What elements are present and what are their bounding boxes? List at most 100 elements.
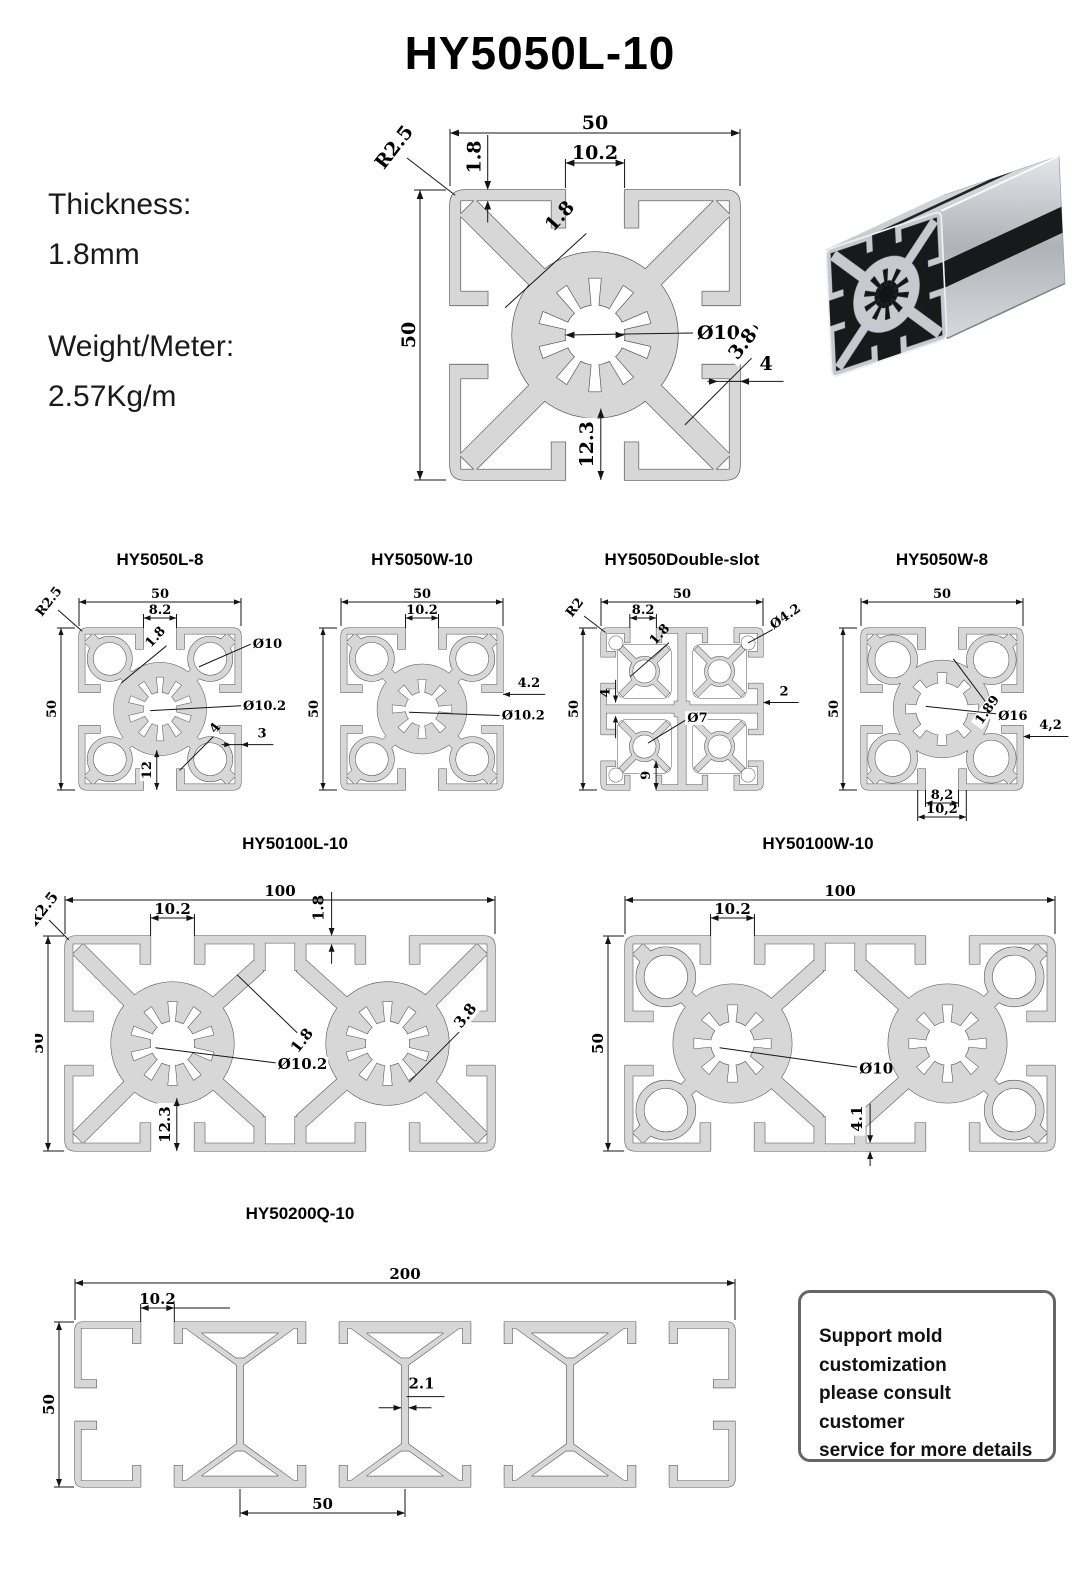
svg-text:8.2: 8.2: [632, 603, 655, 618]
weight-label: Weight/Meter:: [48, 330, 235, 363]
svg-text:50: 50: [40, 1394, 58, 1415]
svg-text:9: 9: [639, 771, 654, 780]
svg-text:4.1: 4.1: [848, 1106, 866, 1132]
svg-text:50: 50: [567, 700, 582, 718]
extrusion-end-face: [825, 211, 948, 377]
profile-shape: [64, 935, 496, 1152]
profile-shape: [860, 627, 1024, 791]
extrusion-3d-render: [825, 155, 1066, 377]
svg-text:4.2: 4.2: [518, 676, 541, 691]
svg-text:50: 50: [933, 587, 951, 602]
svg-text:50: 50: [398, 322, 420, 348]
svg-text:50: 50: [307, 700, 322, 718]
svg-text:4: 4: [598, 688, 613, 697]
svg-text:2.1: 2.1: [408, 1375, 434, 1393]
profile-shape: [78, 627, 242, 791]
svg-text:8,2: 8,2: [931, 788, 954, 803]
svg-text:50: 50: [45, 700, 60, 718]
svg-text:4: 4: [759, 353, 772, 375]
svg-text:10.2: 10.2: [154, 900, 191, 918]
svg-text:50: 50: [582, 112, 608, 134]
product-photo: [825, 155, 1066, 377]
svg-text:10.2: 10.2: [714, 900, 751, 918]
svg-text:12.3: 12.3: [156, 1106, 174, 1143]
svg-text:Ø10: Ø10: [253, 637, 282, 652]
svg-text:R2.5: R2.5: [33, 584, 65, 620]
svg-text:50: 50: [151, 587, 169, 602]
svg-text:12: 12: [140, 761, 155, 779]
svg-text:R2: R2: [563, 595, 587, 620]
spec-block: Thickness: 1.8mm Weight/Meter: 2.57Kg/m: [48, 188, 348, 430]
svg-text:Ø16: Ø16: [998, 709, 1027, 724]
svg-text:Ø10.2: Ø10.2: [243, 699, 286, 714]
drawing-title: HY50200Q-10: [245, 1204, 355, 1223]
svg-text:1.8: 1.8: [647, 621, 673, 648]
svg-text:8.2: 8.2: [149, 603, 172, 618]
svg-text:4: 4: [207, 720, 224, 736]
svg-text:3: 3: [258, 727, 267, 742]
svg-text:Ø10.2: Ø10.2: [502, 708, 545, 723]
svg-text:50: 50: [312, 1495, 333, 1513]
page-title: HY5050L-10: [404, 27, 676, 79]
drawing-title: HY50100L-10: [242, 834, 348, 853]
profile-shape: [340, 627, 504, 791]
weight-value: 2.57Kg/m: [48, 380, 177, 413]
svg-text:10.2: 10.2: [139, 1290, 176, 1308]
thickness-value: 1.8mm: [48, 238, 140, 271]
note-line: Support mold: [819, 1326, 943, 1347]
svg-text:50: 50: [35, 1033, 47, 1054]
profile-shape: [600, 627, 764, 791]
svg-text:12.3: 12.3: [576, 421, 598, 467]
svg-text:1.8: 1.8: [541, 196, 579, 235]
svg-text:50: 50: [827, 700, 842, 718]
svg-text:R2.5: R2.5: [35, 888, 62, 929]
svg-text:4,2: 4,2: [1039, 718, 1062, 733]
svg-text:R2.5: R2.5: [371, 121, 418, 173]
drawing-title: HY5050W-8: [895, 550, 989, 569]
thickness-label: Thickness:: [48, 188, 192, 221]
profile-shape: [74, 1321, 736, 1488]
svg-text:50: 50: [413, 587, 431, 602]
note-box: Support mold customization please consul…: [798, 1290, 1056, 1462]
drawing-title: HY5050W-10: [371, 550, 473, 569]
spec-gap: [48, 288, 348, 330]
svg-text:10,2: 10,2: [926, 802, 958, 817]
profile-shape: [624, 935, 1056, 1152]
svg-text:100: 100: [264, 882, 295, 900]
profile-shape: [449, 189, 741, 481]
svg-text:Ø10: Ø10: [859, 1059, 893, 1077]
svg-text:Ø7: Ø7: [687, 711, 707, 726]
svg-text:Ø10.2: Ø10.2: [278, 1055, 328, 1073]
svg-text:Ø4.2: Ø4.2: [767, 601, 803, 633]
svg-text:1.8: 1.8: [310, 895, 328, 921]
note-line: please consult customer: [819, 1383, 951, 1433]
svg-text:50: 50: [673, 587, 691, 602]
drawing-title: HY5050Double-slot: [604, 550, 760, 569]
svg-text:1.8: 1.8: [464, 140, 486, 173]
svg-text:100: 100: [824, 882, 855, 900]
svg-text:50: 50: [589, 1033, 607, 1054]
drawing-title: HY50100W-10: [762, 834, 874, 853]
svg-text:10.2: 10.2: [572, 142, 618, 164]
